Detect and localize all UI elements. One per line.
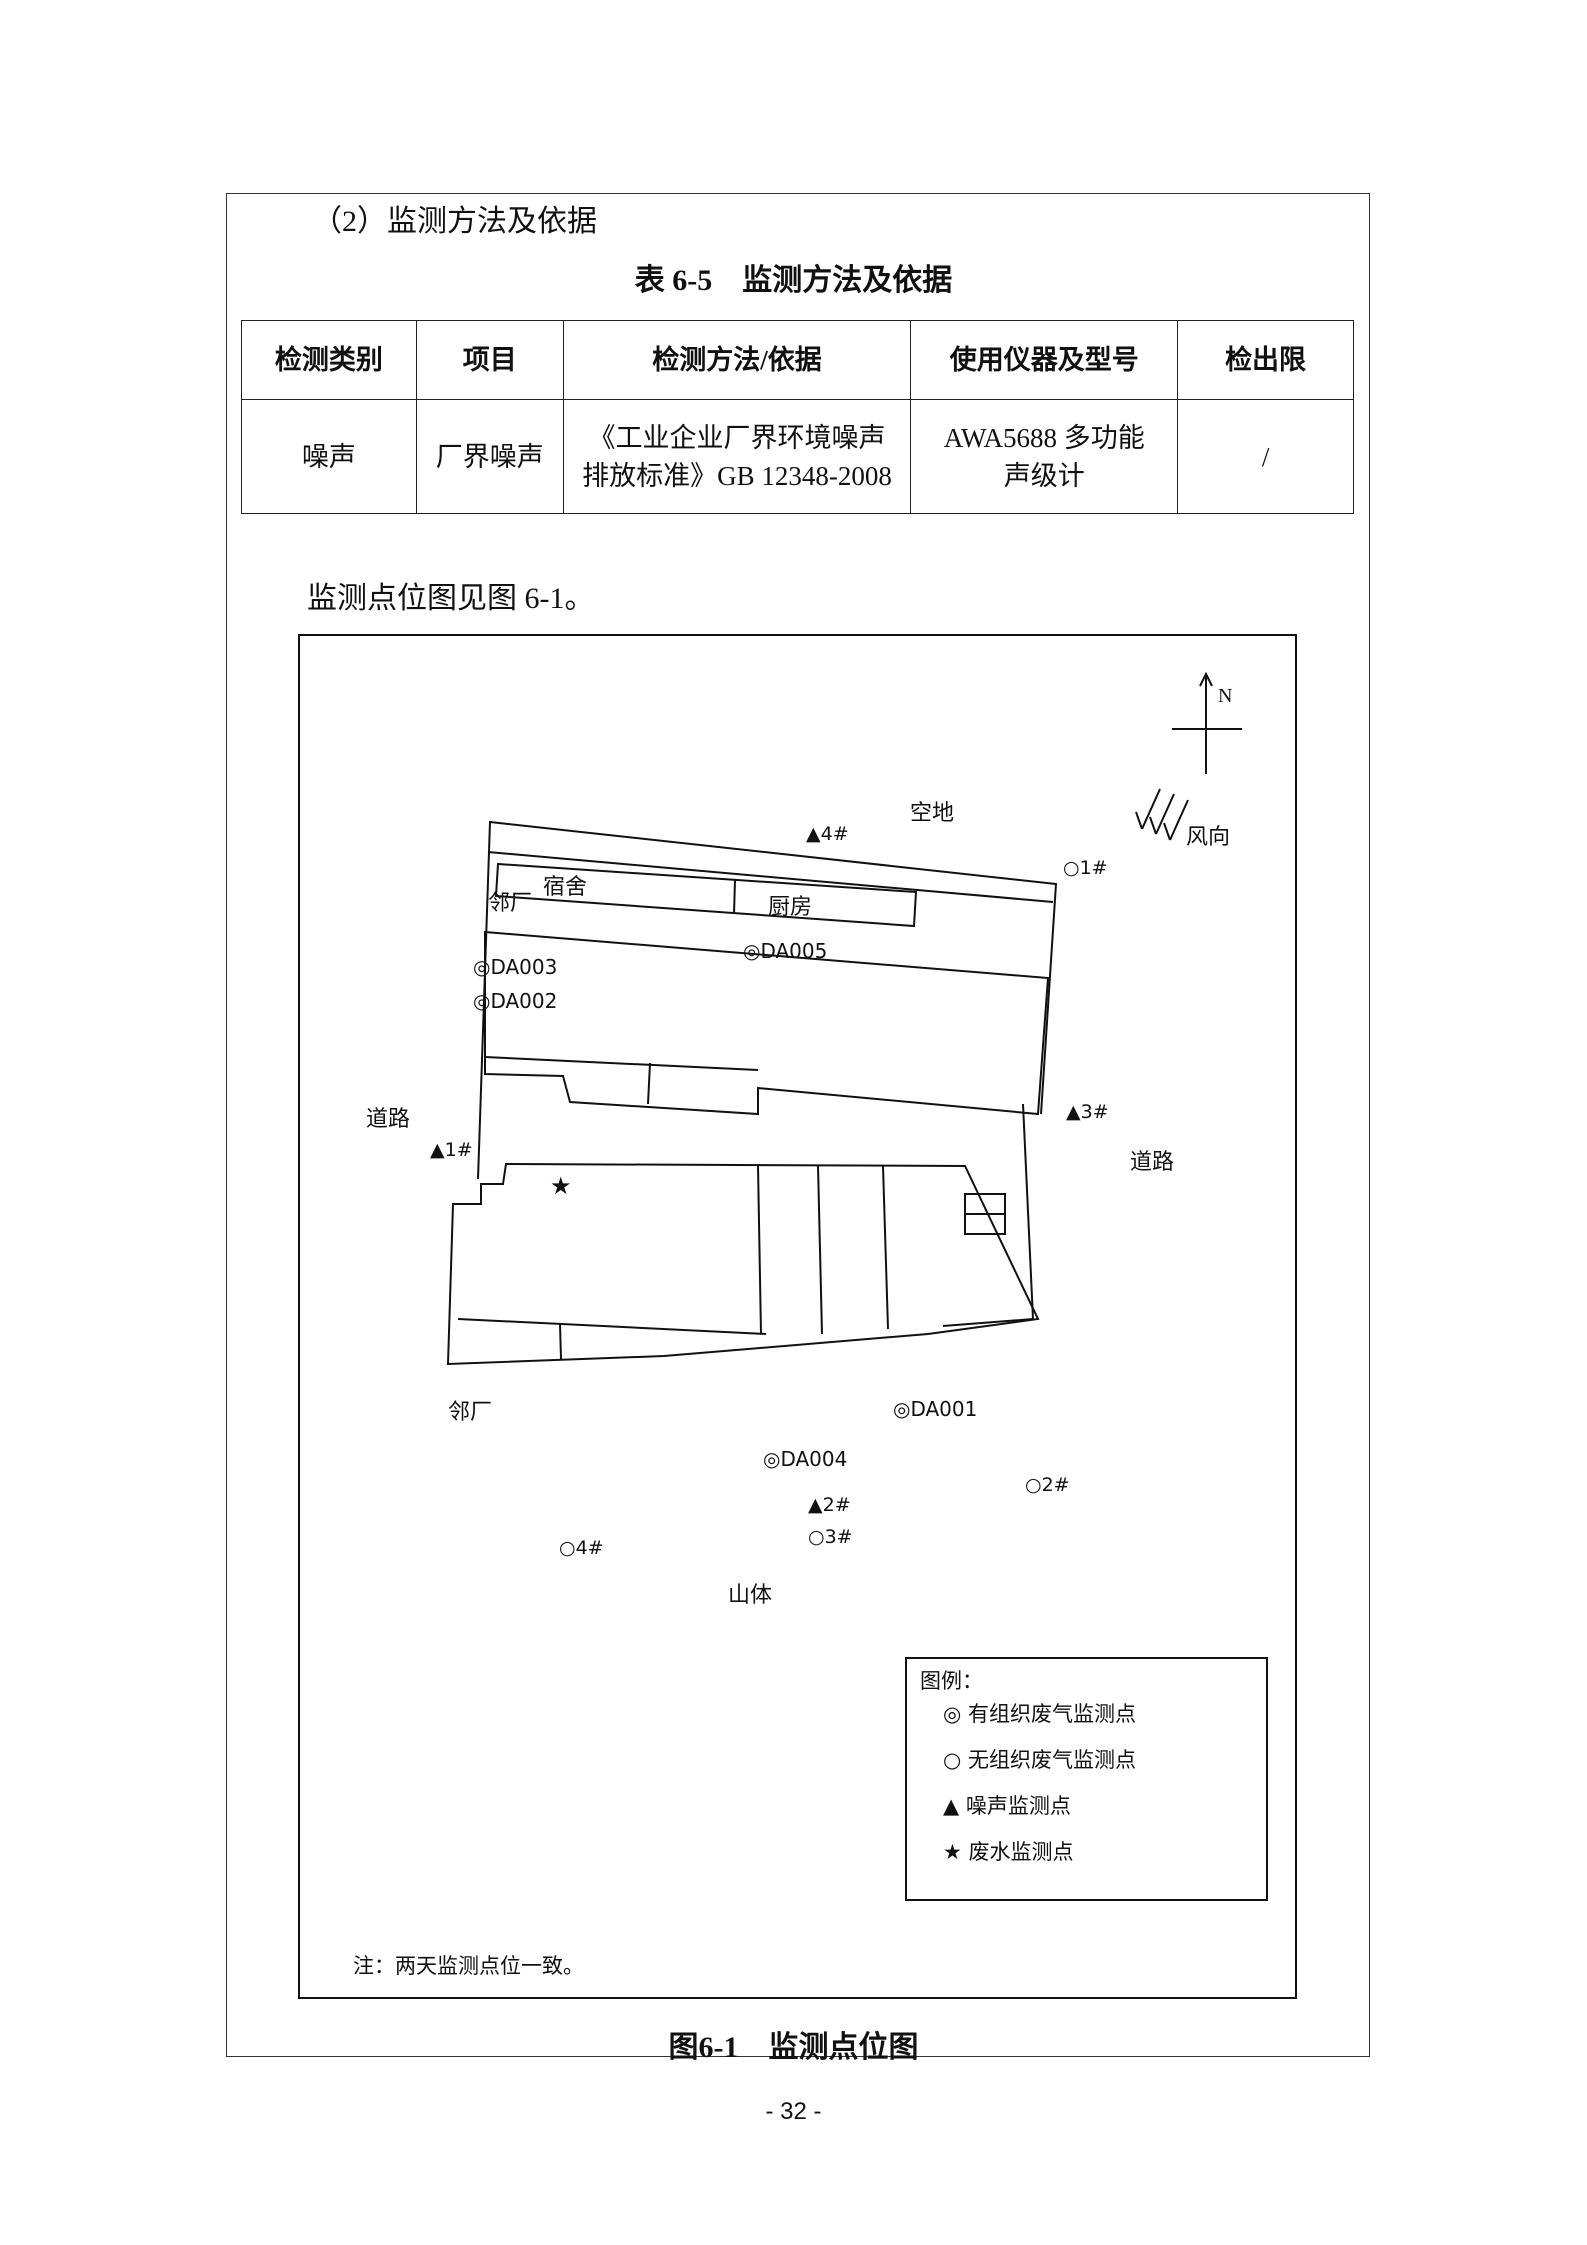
legend-box — [905, 1657, 1268, 1901]
legend-item-wastewater: ★ 废水监测点 — [943, 1840, 1074, 1864]
area-label-right-road: 道路 — [1130, 1150, 1174, 1175]
intro-text: 监测点位图见图 6-1。 — [307, 582, 595, 615]
header-instrument: 使用仪器及型号 — [910, 320, 1179, 400]
header-item: 项目 — [415, 320, 564, 400]
section-heading: （2）监测方法及依据 — [312, 205, 597, 238]
instrument-line-2: 声级计 — [1003, 460, 1085, 491]
legend-item-unorganized: ○ 无组织废气监测点 — [943, 1748, 1136, 1772]
cell-instrument: AWA5688 多功能 声级计 — [910, 399, 1179, 514]
methods-table: 检测类别 项目 检测方法/依据 使用仪器及型号 检出限 噪声 厂界噪声 《工业企… — [241, 320, 1354, 514]
cell-method: 《工业企业厂界环境噪声 排放标准》GB 12348-2008 — [562, 399, 912, 514]
area-label-left-lower: 邻厂 — [448, 1400, 492, 1425]
header-method: 检测方法/依据 — [562, 320, 912, 400]
header-limit: 检出限 — [1177, 320, 1354, 400]
room-label-kitchen: 厨房 — [768, 895, 812, 920]
method-line-2: 排放标准》GB 12348-2008 — [582, 460, 892, 491]
point-da005: ◎DA005 — [743, 939, 827, 963]
table-row: 噪声 厂界噪声 《工业企业厂界环境噪声 排放标准》GB 12348-2008 A… — [241, 399, 1354, 514]
wind-label: 风向 — [1186, 825, 1230, 850]
cell-limit: / — [1177, 399, 1354, 514]
point-da003: ◎DA003 — [473, 955, 557, 979]
noise-point-4: ▲4# — [806, 823, 849, 845]
content-frame — [226, 193, 1370, 2057]
legend-item-noise: ▲ 噪声监测点 — [943, 1794, 1071, 1818]
unorganized-point-3: ○3# — [808, 1526, 853, 1548]
point-da004: ◎DA004 — [763, 1447, 847, 1471]
point-da001: ◎DA001 — [893, 1397, 977, 1421]
north-arrow-icon — [1172, 671, 1242, 774]
wind-direction-icon — [1135, 788, 1189, 841]
unorganized-point-1: ○1# — [1063, 857, 1108, 879]
table-header-row: 检测类别 项目 检测方法/依据 使用仪器及型号 检出限 — [241, 320, 1354, 400]
method-line-1: 《工业企业厂界环境噪声 — [588, 422, 886, 453]
cell-category: 噪声 — [241, 399, 417, 514]
cell-item: 厂界噪声 — [415, 399, 564, 514]
noise-point-1: ▲1# — [430, 1139, 473, 1161]
area-label-top: 空地 — [910, 801, 954, 826]
instrument-line-1: AWA5688 多功能 — [943, 422, 1145, 453]
header-category: 检测类别 — [241, 320, 417, 400]
unorganized-point-4: ○4# — [559, 1537, 604, 1559]
area-label-left-upper: 邻厂 — [488, 891, 532, 916]
legend-item-organized: ◎ 有组织废气监测点 — [943, 1702, 1136, 1726]
legend-title: 图例： — [920, 1669, 983, 1693]
page-number: - 32 - — [765, 2098, 822, 2125]
room-label-dorm: 宿舍 — [543, 875, 587, 900]
point-da002: ◎DA002 — [473, 989, 557, 1013]
site-buildings — [446, 820, 1058, 1366]
north-label: N — [1218, 685, 1232, 707]
unorganized-point-2: ○2# — [1025, 1474, 1070, 1496]
noise-point-2: ▲2# — [808, 1494, 851, 1516]
map-note: 注：两天监测点位一致。 — [353, 1954, 584, 1978]
monitoring-map: N 风向 空地 邻厂 道路 道路 邻厂 山体 — [353, 671, 1268, 1978]
area-label-bottom: 山体 — [728, 1583, 772, 1608]
figure-caption: 图6-1 监测点位图 — [668, 2031, 919, 2064]
noise-point-3: ▲3# — [1066, 1101, 1109, 1123]
table-title: 表 6-5 监测方法及依据 — [634, 264, 953, 297]
area-label-left-road: 道路 — [366, 1107, 410, 1132]
wastewater-point-icon: ★ — [550, 1172, 572, 1200]
map-frame — [298, 634, 1297, 1999]
